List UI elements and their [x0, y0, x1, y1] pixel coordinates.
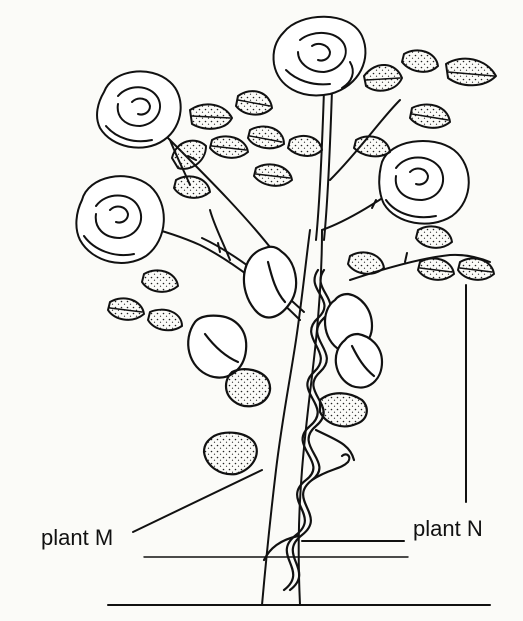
plant-m-label: plant M — [41, 527, 113, 549]
plant-m-pointer-line — [133, 470, 262, 532]
rose-upper-left — [97, 71, 181, 147]
plant-n-label: plant N — [413, 518, 483, 540]
rose-right — [379, 141, 469, 224]
rose-left — [76, 176, 163, 263]
rose-top — [273, 17, 365, 96]
plant-n-twining-vine — [188, 247, 382, 590]
